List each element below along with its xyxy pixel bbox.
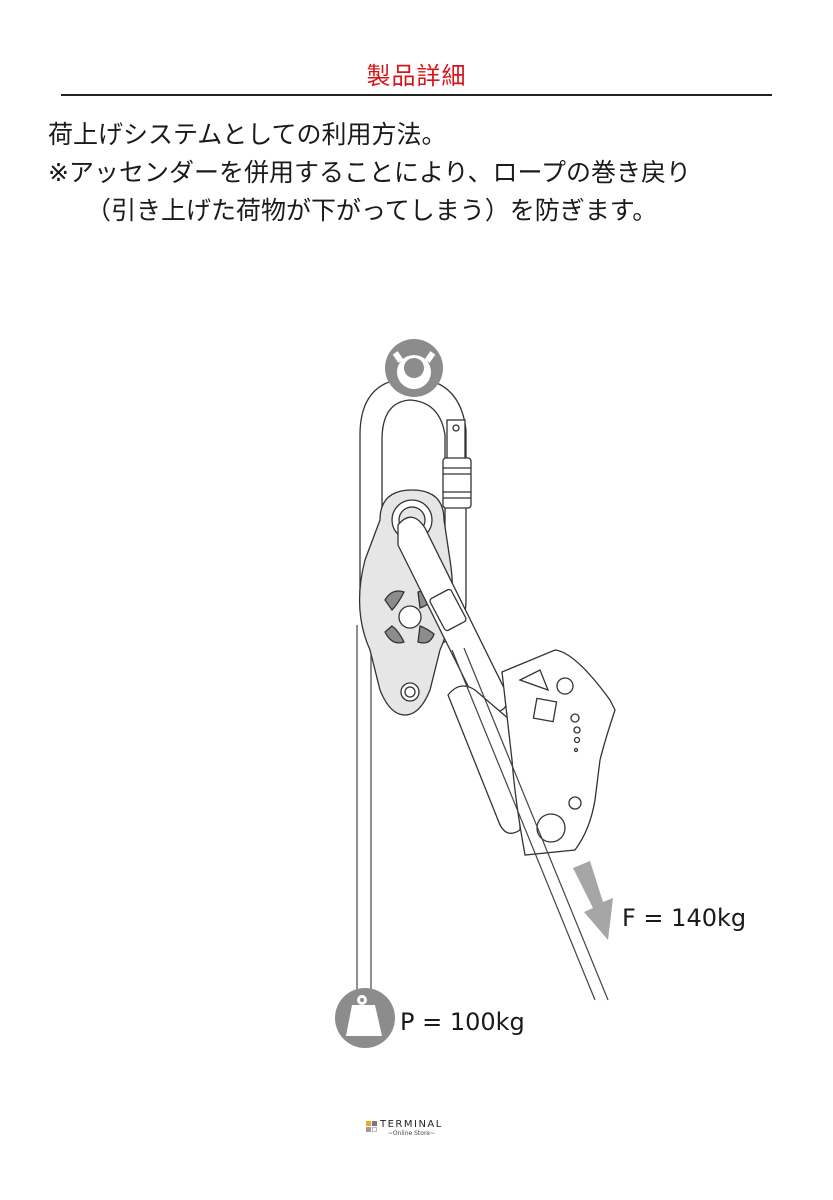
force-label: F = 140kg	[622, 904, 747, 932]
description-line-1: 荷上げシステムとしての利用方法。	[48, 120, 447, 149]
description: 荷上げシステムとしての利用方法。 ※アッセンダーを併用することにより、ロープの巻…	[48, 116, 691, 230]
load-label: P = 100kg	[400, 1008, 525, 1036]
ascender	[447, 649, 616, 856]
rope-left	[356, 625, 372, 990]
description-line-3: （引き上げた荷物が下がってしまう）を防ぎます。	[86, 196, 658, 225]
rope-right	[451, 647, 609, 1001]
brand-subtitle: ~Online Store~	[387, 1130, 436, 1137]
brand-name: TERMINAL	[380, 1119, 443, 1130]
footer-logo: TERMINAL ~Online Store~	[366, 1120, 443, 1138]
title-divider	[61, 94, 772, 96]
weight-icon	[335, 988, 395, 1048]
force-arrow-icon	[573, 861, 613, 940]
description-line-2: ※アッセンダーを併用することにより、ロープの巻き戻り	[48, 158, 691, 187]
logo-mark-icon	[366, 1121, 378, 1133]
page-title: 製品詳細	[366, 62, 467, 90]
anchor-icon	[385, 339, 443, 397]
